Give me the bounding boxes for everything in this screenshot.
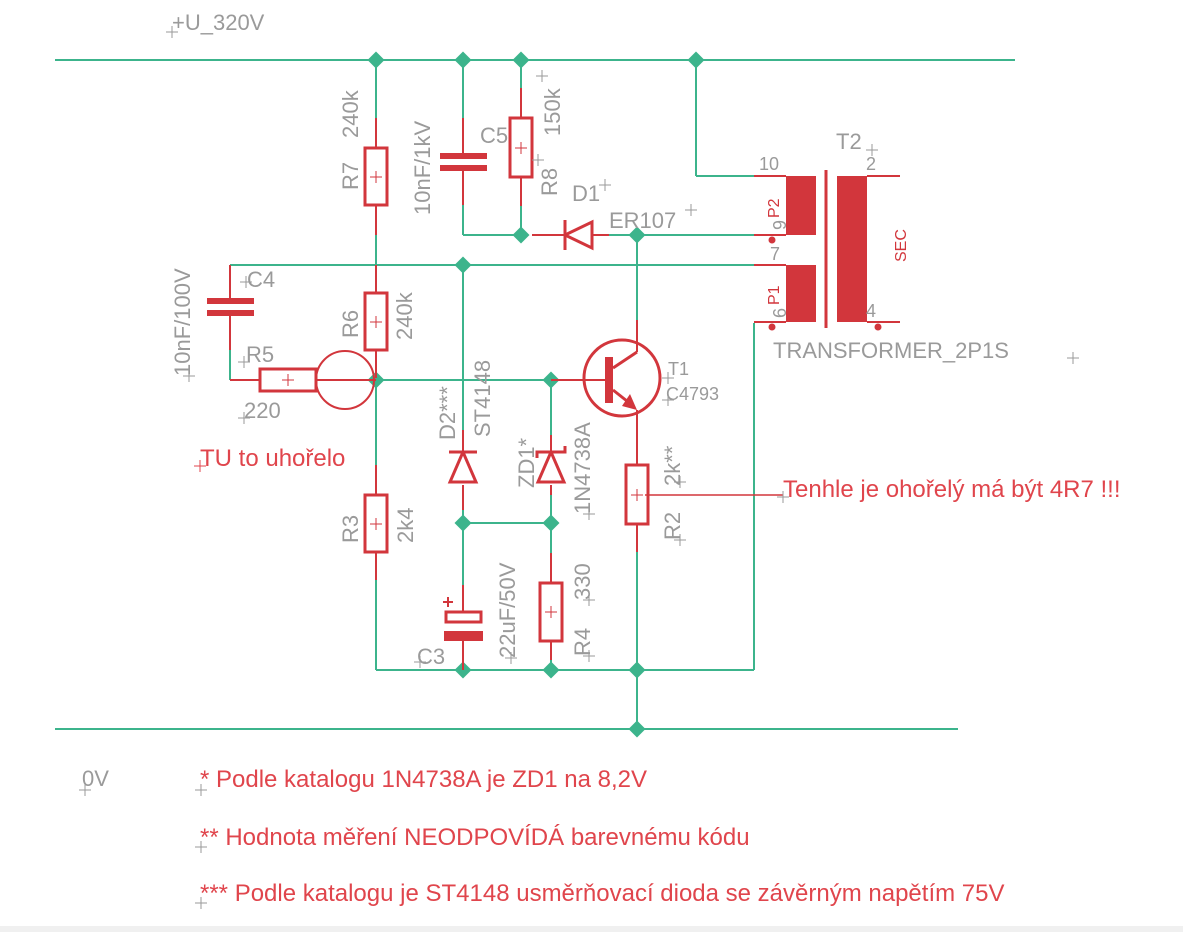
- bottom-scrollbar-strip: [0, 926, 1183, 932]
- footnote-2: ** Hodnota měření NEODPOVÍDÁ barevnému k…: [200, 824, 750, 851]
- r5-value: 220: [244, 398, 281, 423]
- d1-name: D1: [572, 181, 600, 206]
- c3-name: C3: [417, 644, 445, 669]
- d2-value: ST4148: [470, 360, 495, 437]
- junction: [454, 256, 472, 274]
- r3-name: R3: [338, 515, 363, 543]
- zd1-name: ZD1*: [514, 437, 539, 488]
- resistor-r7[interactable]: [363, 118, 389, 235]
- t2-pin-9: 9: [770, 220, 790, 230]
- diode-d2[interactable]: [447, 430, 479, 510]
- d2-name: D2***: [435, 386, 460, 440]
- r2-name: R2: [660, 512, 685, 540]
- t1-value: C4793: [666, 384, 719, 404]
- junction: [367, 51, 385, 69]
- junction: [628, 661, 646, 679]
- junction: [542, 661, 560, 679]
- junction: [628, 720, 646, 738]
- r2-value: 2k**: [660, 445, 685, 486]
- c5-value: 10nF/1kV: [410, 121, 435, 215]
- junction: [512, 51, 530, 69]
- r8-value: 150k: [540, 87, 565, 136]
- transistor-t1[interactable]: [551, 320, 662, 465]
- t2-winding-sec: SEC: [893, 229, 910, 262]
- r5-name: R5: [246, 342, 274, 367]
- r2-note: Tenhle je ohořelý má být 4R7 !!!: [783, 476, 1121, 503]
- c5-name: C5: [480, 123, 508, 148]
- d1-value: ER107: [609, 208, 676, 233]
- t2-pin-2: 2: [866, 154, 876, 174]
- r8-name: R8: [537, 168, 562, 196]
- t2-pin-10: 10: [759, 154, 779, 174]
- t2-pin-7: 7: [770, 244, 780, 264]
- junction: [454, 51, 472, 69]
- zener-zd1[interactable]: [535, 435, 567, 495]
- footnote-3: *** Podle katalogu je ST4148 usměrňovací…: [200, 880, 1004, 907]
- origin-markers: [79, 26, 1079, 909]
- diode-d1[interactable]: [532, 219, 609, 251]
- r4-name: R4: [570, 628, 595, 656]
- transformer-t2[interactable]: [754, 170, 900, 331]
- t2-pin-6: 6: [770, 308, 790, 318]
- ground-net-label: 0V: [82, 766, 109, 791]
- t2-name: T2: [836, 129, 862, 154]
- c4-name: C4: [247, 267, 275, 292]
- r6-value: 240k: [392, 291, 417, 340]
- t2-value: TRANSFORMER_2P1S: [773, 338, 1009, 363]
- c3-value: 22uF/50V: [495, 562, 520, 658]
- resistor-r6[interactable]: [363, 265, 389, 378]
- capacitor-c4[interactable]: [207, 265, 254, 350]
- capacitor-c3[interactable]: [443, 585, 483, 670]
- capacitor-c5[interactable]: [440, 118, 487, 205]
- burnt-note: TU to uhořelo: [200, 445, 345, 472]
- junction: [512, 226, 530, 244]
- c4-value: 10nF/100V: [170, 268, 195, 376]
- t2-winding-p2: P2: [766, 198, 783, 218]
- r7-value: 240k: [338, 89, 363, 138]
- resistor-r2[interactable]: [624, 463, 650, 552]
- junction: [454, 514, 472, 532]
- r7-name: R7: [338, 162, 363, 190]
- t2-pin-4: 4: [866, 301, 876, 321]
- r4-value: 330: [570, 563, 595, 600]
- footnote-1: * Podle katalogu 1N4738A je ZD1 na 8,2V: [200, 766, 647, 793]
- resistor-r3[interactable]: [363, 465, 389, 580]
- supply-net-label: +U_320V: [172, 10, 265, 35]
- resistor-r8[interactable]: [508, 88, 534, 206]
- junction: [542, 514, 560, 532]
- t1-name: T1: [668, 359, 689, 379]
- resistor-r4[interactable]: [538, 553, 564, 660]
- junction: [628, 226, 646, 244]
- resistor-r5[interactable]: [230, 367, 376, 393]
- r3-value: 2k4: [393, 508, 418, 543]
- burnt-marker-circle: [315, 350, 375, 410]
- t2-winding-p1: P1: [766, 285, 783, 305]
- junction: [687, 51, 705, 69]
- r6-name: R6: [338, 310, 363, 338]
- zd1-value: 1N4738A: [570, 422, 595, 514]
